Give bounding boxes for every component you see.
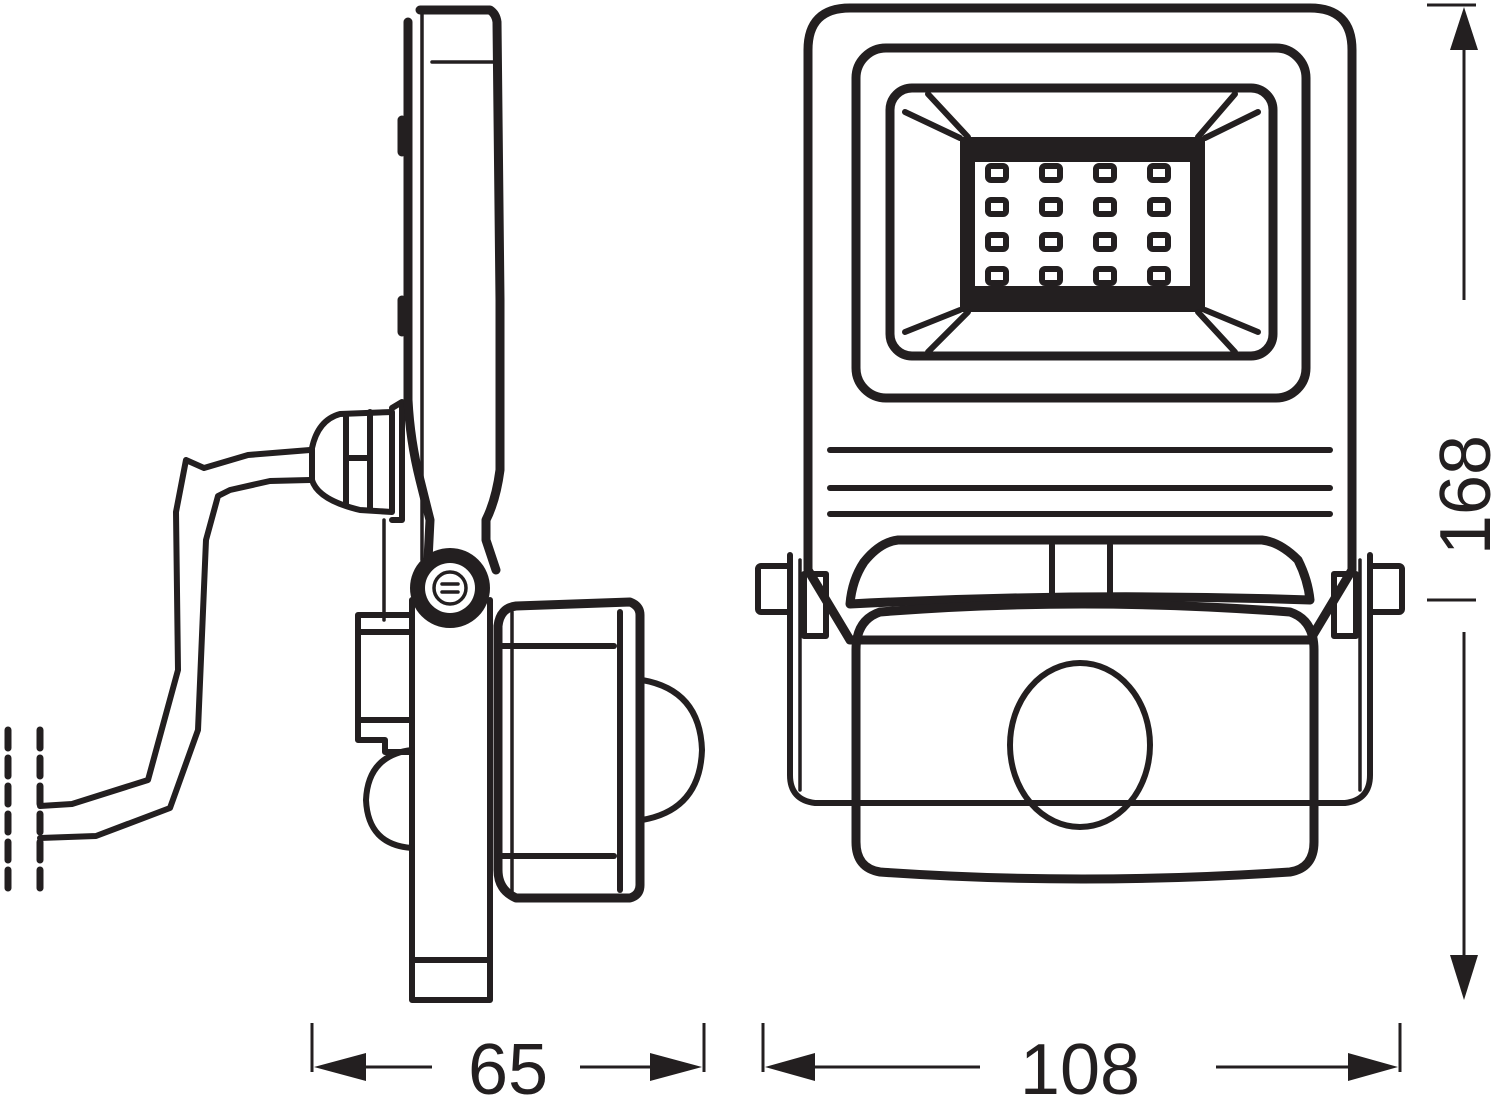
sensor-lens <box>1007 660 1153 830</box>
dimension-height-label: 168 <box>1426 435 1500 555</box>
power-cable <box>37 447 313 841</box>
motion-sensor-front <box>845 535 1319 884</box>
hinge-screw <box>410 548 490 628</box>
side-view <box>4 5 705 1003</box>
dimension-width-label: 108 <box>1020 1030 1140 1103</box>
arrow-right-icon <box>650 1053 702 1081</box>
cable-cut-marks <box>4 726 44 899</box>
cable-gland <box>309 399 405 523</box>
cooling-fins <box>827 447 1333 517</box>
front-view <box>755 3 1405 884</box>
arrow-left-icon <box>314 1053 366 1081</box>
arrow-left-icon <box>765 1053 815 1081</box>
led-grid <box>985 163 1171 286</box>
dimension-height: 168 <box>1426 3 1500 1000</box>
motion-sensor-side <box>493 597 705 903</box>
arrow-right-icon <box>1348 1053 1398 1081</box>
mounting-bracket-side <box>355 597 493 1003</box>
dimension-depth: 65 <box>310 1023 706 1103</box>
arrow-up-icon <box>1450 7 1478 50</box>
dimension-depth-label: 65 <box>468 1030 548 1103</box>
lamp-housing-side <box>397 5 505 575</box>
mounting-bracket-front <box>755 552 1405 806</box>
dimension-width: 108 <box>761 1023 1402 1103</box>
arrow-down-icon <box>1450 955 1478 1000</box>
